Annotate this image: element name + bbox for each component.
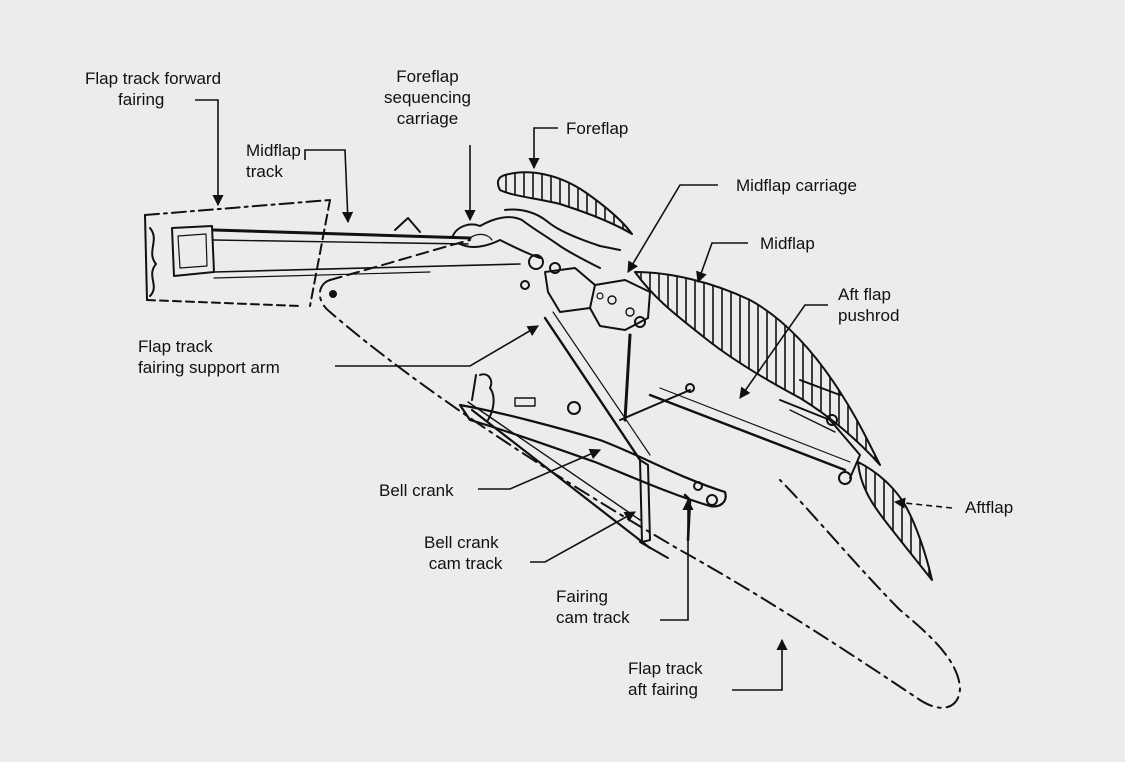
label-bell-crank-cam-track: Bell crank cam track — [424, 533, 503, 573]
label-midflap-carriage: Midflap carriage — [736, 176, 857, 195]
support-links — [543, 311, 695, 462]
label-bell-crank: Bell crank — [379, 481, 454, 500]
label-flap-track-fairing-support-arm: Flap track fairing support arm — [138, 337, 280, 377]
label-midflap: Midflap — [760, 234, 815, 253]
foreflap-shape — [496, 171, 633, 235]
label-flap-track-forward-fairing: Flap track forward fairing — [85, 69, 222, 109]
aft-links — [779, 379, 861, 485]
midflap-track-rails — [212, 217, 521, 279]
leader-lines — [195, 99, 953, 691]
flap-track-fairing-outline — [318, 239, 961, 709]
label-foreflap: Foreflap — [566, 119, 629, 138]
bell-crank-beam — [458, 373, 727, 559]
aftflap-shape — [857, 461, 933, 581]
midflap-shape — [634, 271, 881, 466]
label-aftflap: Aftflap — [965, 498, 1014, 517]
label-fairing-cam-track: Fairing cam track — [556, 587, 630, 627]
label-midflap-track: Midflap track — [246, 141, 301, 181]
carriage-cluster — [451, 208, 651, 331]
label-flap-track-aft-fairing: Flap track aft fairing — [628, 659, 703, 699]
wing-structure — [144, 199, 331, 307]
aft-flap-pushrod — [648, 387, 851, 472]
label-foreflap-sequencing-carriage: Foreflap sequencing carriage — [384, 67, 471, 128]
label-aft-flap-pushrod: Aft flap pushrod — [838, 285, 900, 325]
